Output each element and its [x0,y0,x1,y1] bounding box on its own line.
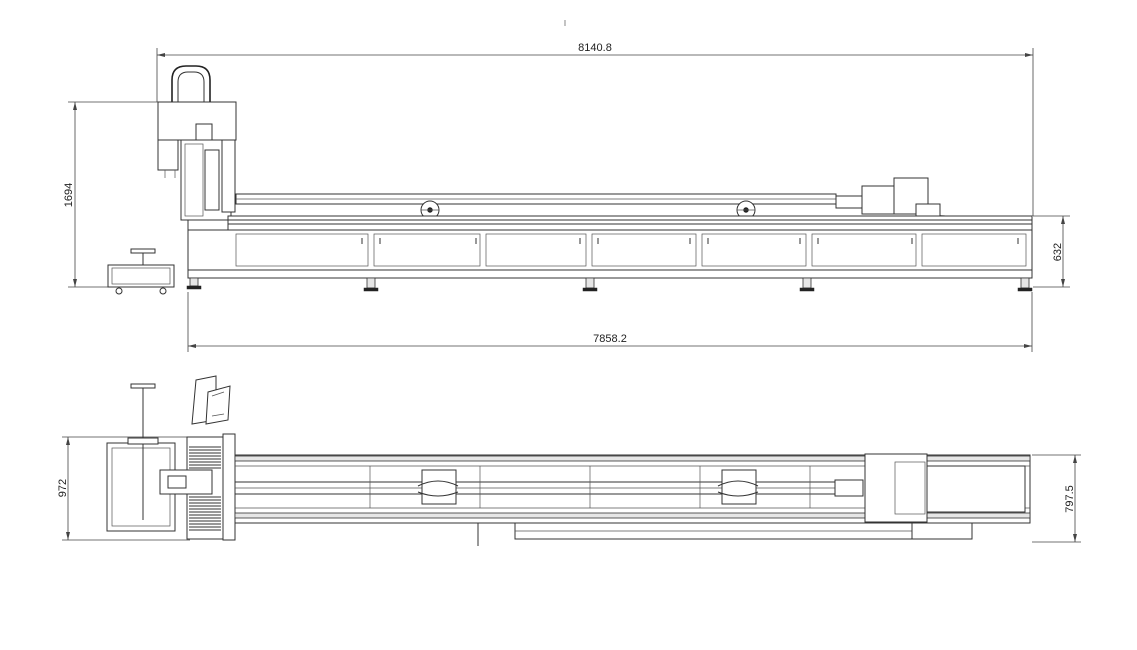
dimension-overall-length: 8140.8 [156,42,1034,216]
rear-chuck-top [834,453,1026,523]
bottom-rail [477,522,973,546]
bed-frame [187,215,1033,279]
support-top-1 [417,469,459,505]
dimension-height: 1694 [63,101,158,288]
dimension-bed-height: 632 [1033,215,1070,288]
dimension-label-top-bed-width: 797.5 [1064,485,1076,513]
dimension-label-bed-height: 632 [1052,243,1064,261]
chuck-top [159,433,236,541]
leveling-feet [186,277,1033,292]
control-cart-top [106,383,176,532]
dimension-top-width: 972 [57,436,190,541]
dimension-bed-length: 7858.2 [187,292,1033,352]
support-top-2 [717,469,759,505]
dimension-label-top-width: 972 [57,479,69,497]
dimension-label-bed-length: 7858.2 [593,333,627,345]
dimension-top-bed-width: 797.5 [1032,454,1081,543]
control-cart [107,248,175,295]
side-elevation-view: 8140.8 1694 632 7858.2 [63,42,1070,352]
top-plan-view: 972 797.5 [57,375,1081,546]
dimension-label-height: 1694 [63,183,75,207]
monitor [191,375,231,425]
dimension-label-overall-length: 8140.8 [578,42,612,54]
bed-panels [235,233,1027,267]
